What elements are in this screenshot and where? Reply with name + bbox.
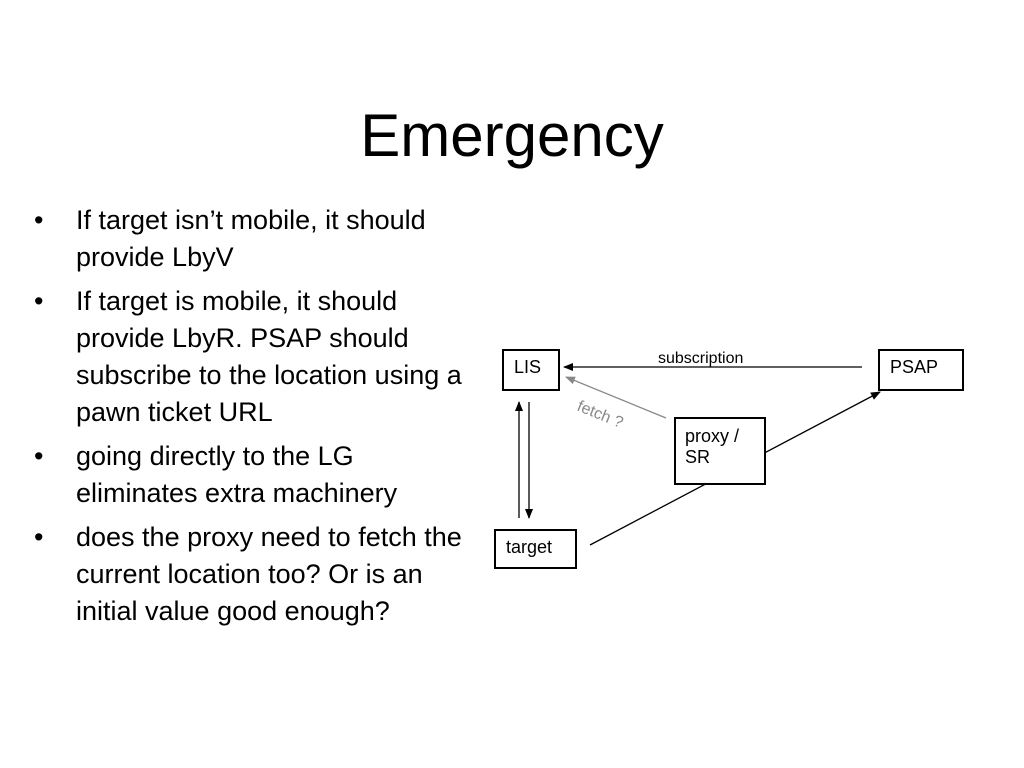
bullet-item: • If target isn’t mobile, it should prov… xyxy=(34,202,464,276)
bullet-list: • If target isn’t mobile, it should prov… xyxy=(34,202,464,637)
bullet-item: • does the proxy need to fetch the curre… xyxy=(34,519,464,630)
bullet-text: does the proxy need to fetch the current… xyxy=(76,522,462,626)
bullet-item: • If target is mobile, it should provide… xyxy=(34,283,464,431)
bullet-marker: • xyxy=(34,205,44,235)
slide-title: Emergency xyxy=(360,102,664,169)
bullet-item: • going directly to the LG eliminates ex… xyxy=(34,438,464,512)
proxy-node-label-line2: SR xyxy=(685,447,711,467)
bullet-marker: • xyxy=(34,522,44,552)
bullet-text: If target isn’t mobile, it should provid… xyxy=(76,205,426,272)
bullet-text: If target is mobile, it should provide L… xyxy=(76,286,462,427)
subscription-label: subscription xyxy=(658,350,744,367)
bullet-text: going directly to the LG eliminates extr… xyxy=(76,441,398,508)
proxy-node-label-line1: proxy / xyxy=(685,426,740,446)
target-node: target xyxy=(494,529,577,569)
bullet-marker: • xyxy=(34,441,44,471)
fetch-arrow xyxy=(565,376,667,419)
lis-node: LIS xyxy=(502,349,560,391)
target-node-label: target xyxy=(506,537,553,557)
lis-node-label: LIS xyxy=(514,357,542,377)
psap-node: PSAP xyxy=(878,349,964,391)
psap-node-label: PSAP xyxy=(890,357,939,377)
bullet-marker: • xyxy=(34,286,44,316)
proxy-sr-node: proxy / SR xyxy=(674,417,766,485)
